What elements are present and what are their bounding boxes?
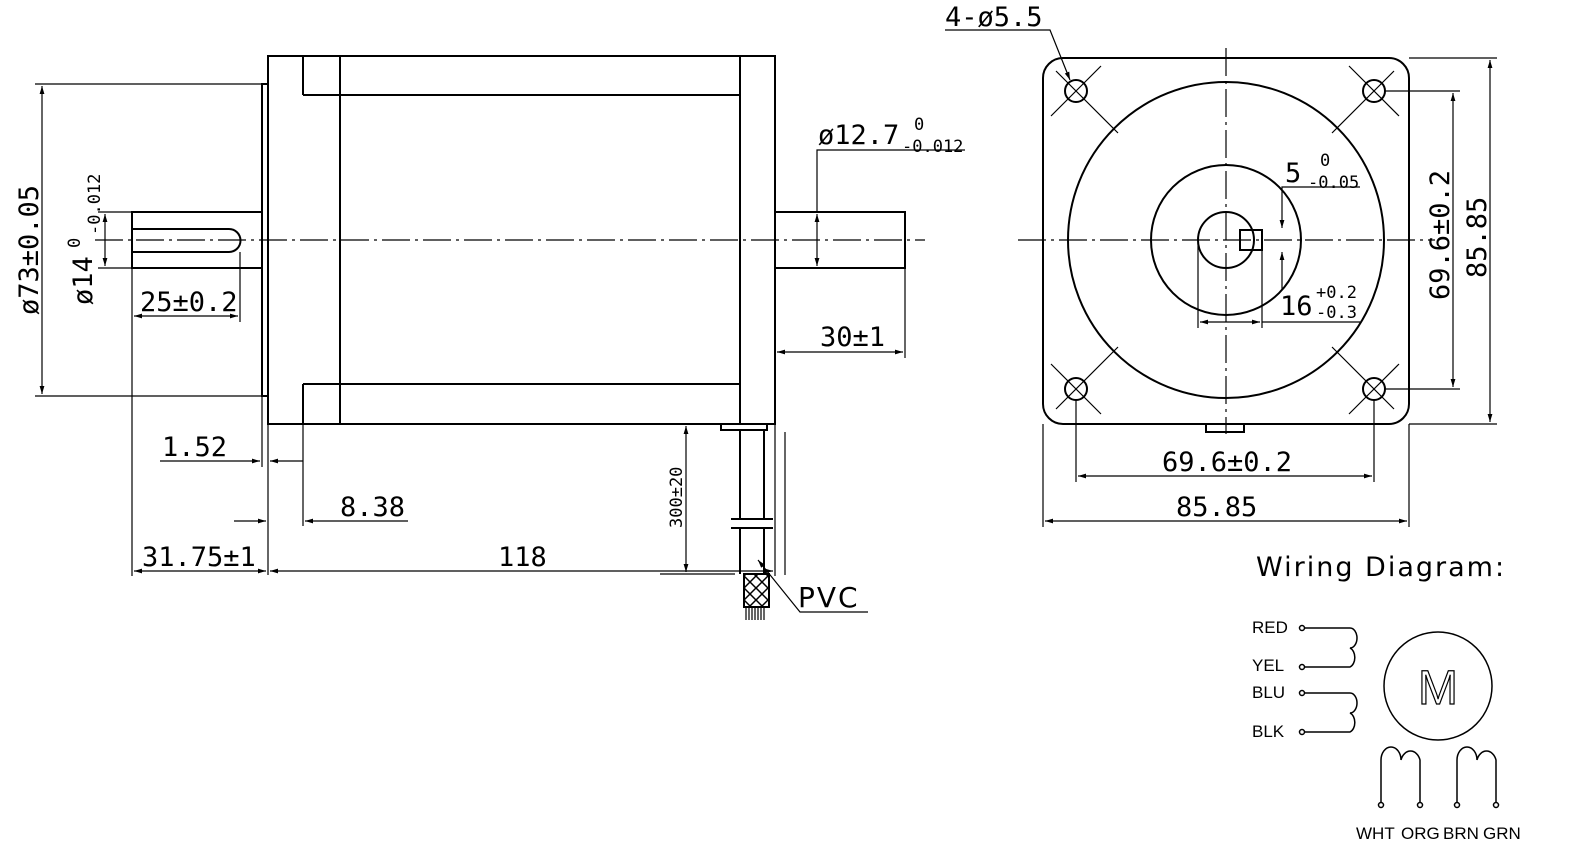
- dim-right-shaft-tol-upper: 0: [914, 115, 924, 135]
- dim-body-diameter: ø73±0.05: [14, 185, 45, 315]
- dim-flat-depth: 16: [1280, 291, 1313, 322]
- dim-flat-depth-tol-lower: -0.3: [1316, 303, 1357, 323]
- wire-label-blk: BLK: [1252, 722, 1285, 741]
- cable: [720, 423, 786, 620]
- dim-right-shaft-diameter: ø12.7: [818, 120, 899, 151]
- front-view: 4-ø5.5 5 0 -0.05 16 +0.2 -0.3 69.6±0.2 8…: [945, 2, 1497, 527]
- dim-hole-spacing-horizontal: 69.6±0.2: [1162, 447, 1292, 478]
- wire-label-yel: YEL: [1252, 656, 1284, 675]
- wire-label-grn: GRN: [1483, 824, 1521, 843]
- dim-right-shaft-tol-lower: -0.012: [902, 137, 963, 157]
- dim-left-shaft-diameter: ø14: [68, 256, 99, 305]
- wiring-title: Wiring Diagram:: [1256, 552, 1506, 583]
- cable-tab: [1205, 423, 1245, 433]
- wire-label-red: RED: [1252, 618, 1288, 637]
- dim-key-length: 25±0.2: [140, 287, 238, 318]
- dim-right-shaft-length: 30±1: [820, 322, 885, 353]
- dim-flat-tol-lower: -0.05: [1308, 173, 1359, 193]
- wire-label-blu: BLU: [1252, 683, 1285, 702]
- dim-flat-depth-tol-upper: +0.2: [1316, 283, 1357, 303]
- dim-flat-width: 5: [1285, 158, 1301, 189]
- dim-left-shaft-length: 31.75±1: [142, 542, 256, 573]
- cable-material-label: PVC: [798, 581, 860, 614]
- wire-label-brn: BRN: [1443, 824, 1479, 843]
- braided-sleeve: [743, 573, 770, 608]
- dim-left-shaft-tol-upper: 0: [65, 238, 85, 248]
- dim-body-length: 118: [498, 542, 547, 573]
- wiring-diagram: Wiring Diagram: RED YEL BLU BLK M WHT OR…: [1252, 552, 1521, 843]
- dim-square-vertical: 85.85: [1462, 197, 1493, 278]
- side-view: ø73±0.05 ø14 0 -0.012 25±0.2 ø12.7 0 -0.…: [14, 55, 965, 620]
- wire-label-wht: WHT: [1356, 824, 1395, 843]
- dim-flange-thickness: 8.38: [340, 492, 405, 523]
- dim-boss-height: 1.52: [162, 432, 227, 463]
- dim-square-horizontal: 85.85: [1176, 492, 1257, 523]
- wire-label-org: ORG: [1401, 824, 1440, 843]
- motor-symbol-label: M: [1418, 662, 1458, 715]
- dim-hole-count-diameter: 4-ø5.5: [945, 2, 1043, 33]
- dim-flat-tol-upper: 0: [1320, 151, 1330, 171]
- dim-hole-spacing-vertical: 69.6±0.2: [1425, 170, 1456, 300]
- dim-left-shaft-tol-lower: -0.012: [85, 174, 105, 235]
- dim-cable-length: 300±20: [667, 467, 687, 528]
